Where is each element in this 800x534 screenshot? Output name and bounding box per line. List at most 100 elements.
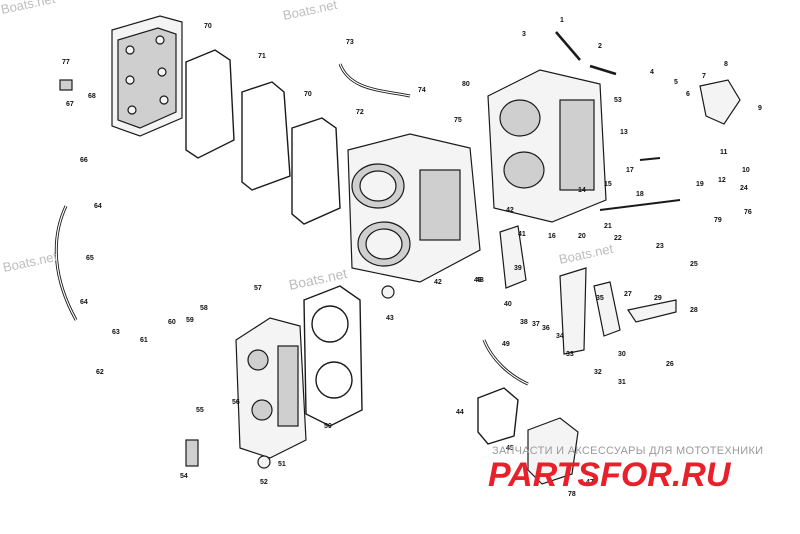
callout-73: 73 (346, 39, 354, 46)
callout-75: 75 (454, 117, 462, 124)
callout-1: 1 (560, 17, 564, 24)
callout-29: 29 (654, 295, 662, 302)
callout-37: 37 (532, 321, 540, 328)
watermark-top-right: Boats.net (282, 0, 339, 23)
callout-51: 51 (278, 461, 286, 468)
callout-26: 26 (666, 361, 674, 368)
callout-6: 6 (686, 91, 690, 98)
callout-27: 27 (624, 291, 632, 298)
callout-47: 47 (586, 479, 594, 486)
callout-35: 35 (596, 295, 604, 302)
callout-70b: 70 (304, 91, 312, 98)
callout-34: 34 (556, 333, 564, 340)
callout-48: 48 (476, 277, 484, 284)
shop-domain: PARTSFOR.RU (488, 456, 732, 494)
throttle-linkage (499, 79, 741, 355)
callout-58: 58 (200, 305, 208, 312)
shop-banner: ЗАПЧАСТИ И АКСЕССУАРЫ ДЛЯ МОТОТЕХНИКИ PA… (488, 445, 763, 494)
callout-23: 23 (656, 243, 664, 250)
crankcase (487, 69, 607, 223)
shop-domain-part2: FOR.RU (600, 456, 732, 494)
callout-59: 59 (186, 317, 194, 324)
callout-3: 3 (522, 31, 526, 38)
cover-gaskets (185, 49, 341, 225)
callout-74: 74 (418, 87, 426, 94)
watermark-center: Boats.net (287, 265, 348, 293)
callout-41: 41 (518, 231, 526, 238)
callout-18: 18 (636, 191, 644, 198)
callout-80: 80 (462, 81, 470, 88)
callout-66: 66 (80, 157, 88, 164)
callout-30: 30 (618, 351, 626, 358)
callout-45: 45 (506, 445, 514, 452)
shop-domain-part1: PARTS (488, 456, 600, 494)
callout-10: 10 (742, 167, 750, 174)
shop-tagline: ЗАПЧАСТИ И АКСЕССУАРЫ ДЛЯ МОТОТЕХНИКИ (492, 445, 763, 457)
thermostat-covers (477, 387, 579, 485)
callout-7: 7 (702, 73, 706, 80)
callout-39: 39 (514, 265, 522, 272)
callout-79: 79 (714, 217, 722, 224)
callout-49: 49 (502, 341, 510, 348)
callout-44: 44 (456, 409, 464, 416)
callout-72: 72 (356, 109, 364, 116)
callout-33: 33 (566, 351, 574, 358)
watermark-middle-right: Boats.net (558, 241, 615, 267)
callout-15: 15 (604, 181, 612, 188)
callout-68: 68 (88, 93, 96, 100)
small-fasteners (59, 31, 617, 469)
callout-57: 57 (254, 285, 262, 292)
watermark-top-left: Boats.net (0, 0, 57, 17)
callout-labels: 1 2 3 4 5 6 7 8 9 10 11 12 13 14 15 16 1… (62, 17, 762, 498)
callout-56: 56 (232, 399, 240, 406)
callout-11: 11 (720, 149, 728, 156)
watermark-left: Boats.net (2, 249, 59, 275)
callout-42a: 42 (434, 279, 442, 286)
callout-14: 14 (578, 187, 586, 194)
callout-76: 76 (744, 209, 752, 216)
callout-78: 78 (568, 491, 576, 498)
callout-19: 19 (696, 181, 704, 188)
exhaust-cover (111, 15, 183, 137)
callout-64b: 64 (80, 299, 88, 306)
callout-13: 13 (620, 129, 628, 136)
callout-8: 8 (724, 61, 728, 68)
callout-24: 24 (740, 185, 748, 192)
callout-9: 9 (758, 105, 762, 112)
cylinder-block (347, 133, 481, 283)
callout-63: 63 (112, 329, 120, 336)
callout-71: 71 (258, 53, 266, 60)
callout-77: 77 (62, 59, 70, 66)
callout-16: 16 (548, 233, 556, 240)
callout-12: 12 (718, 177, 726, 184)
callout-53: 53 (614, 97, 622, 104)
callout-70a: 70 (204, 23, 212, 30)
callout-4: 4 (650, 69, 654, 76)
callout-43: 43 (386, 315, 394, 322)
callout-31: 31 (618, 379, 626, 386)
callout-46: 46 (474, 277, 482, 284)
callout-20: 20 (578, 233, 586, 240)
callout-38: 38 (520, 319, 528, 326)
callout-42b: 42 (506, 207, 514, 214)
callout-62: 62 (96, 369, 104, 376)
callout-55: 55 (196, 407, 204, 414)
callout-22: 22 (614, 235, 622, 242)
callout-5: 5 (674, 79, 678, 86)
callout-50: 50 (324, 423, 332, 430)
callout-28: 28 (690, 307, 698, 314)
callout-54: 54 (180, 473, 188, 480)
callout-25: 25 (690, 261, 698, 268)
hoses (54, 63, 529, 386)
callout-17: 17 (626, 167, 634, 174)
callout-21: 21 (604, 223, 612, 230)
callout-60: 60 (168, 319, 176, 326)
callout-61: 61 (140, 337, 148, 344)
callout-64a: 64 (94, 203, 102, 210)
cylinder-head (235, 317, 307, 459)
head-gasket (303, 285, 363, 427)
callout-40: 40 (504, 301, 512, 308)
callout-32: 32 (594, 369, 602, 376)
callout-2: 2 (598, 43, 602, 50)
